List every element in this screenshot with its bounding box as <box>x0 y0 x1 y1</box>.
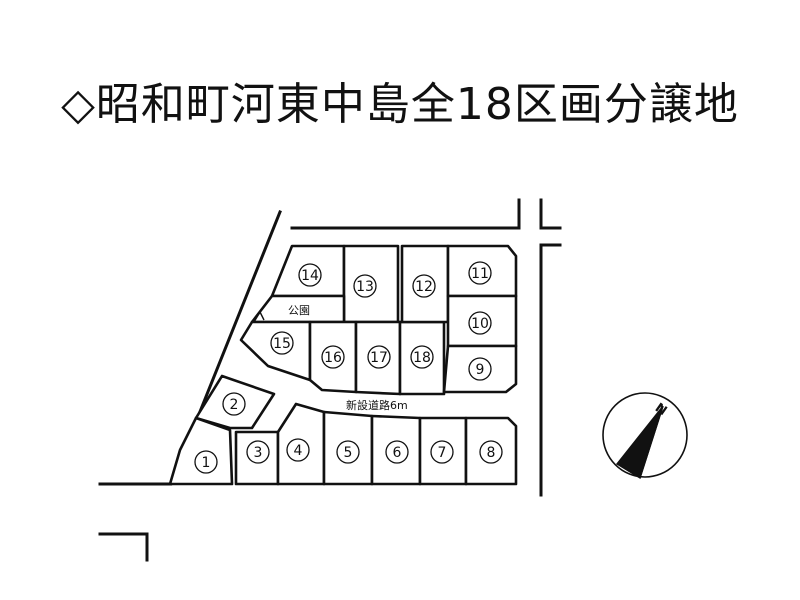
road-northeast-corner <box>539 198 562 230</box>
lot-number-4: 4 <box>294 443 303 459</box>
lot-number-circle-7 <box>430 440 454 464</box>
lot-number-circle-14 <box>298 263 322 287</box>
lot-number-circle-6 <box>385 440 409 464</box>
lot-number-circle-1 <box>194 450 218 474</box>
lot-number-7: 7 <box>438 445 447 461</box>
lot-number-circle-12 <box>412 274 436 298</box>
lot-number-circle-9 <box>468 357 492 381</box>
lot-number-circle-4 <box>286 438 310 462</box>
lot-number-15: 15 <box>273 336 291 352</box>
compass-needle-south-icon <box>615 405 664 480</box>
lot-number-circle-2 <box>222 392 246 416</box>
lot-number-1: 1 <box>202 455 211 471</box>
lot-number-circle-13 <box>353 274 377 298</box>
lot-number-6: 6 <box>393 445 402 461</box>
lot-number-5: 5 <box>344 445 353 461</box>
lot-number-circle-5 <box>336 440 360 464</box>
lot-number-circle-10 <box>468 311 492 335</box>
lot-number-3: 3 <box>254 445 263 461</box>
lot-number-14: 14 <box>301 268 319 284</box>
lot-number-8: 8 <box>487 445 496 461</box>
park-marker <box>253 310 265 323</box>
compass-needle-north-icon <box>639 405 664 479</box>
lot-number-13: 13 <box>356 279 374 295</box>
lot-number-2: 2 <box>230 397 239 413</box>
lot-number-circle-16 <box>321 345 345 369</box>
lot-1[interactable] <box>168 416 234 486</box>
page-title: ◇昭和町河東中島全18区画分譲地 <box>61 79 739 130</box>
lot-number-9: 9 <box>476 362 485 378</box>
compass: N <box>602 392 688 480</box>
park-label: 公園 <box>288 304 310 317</box>
new-road-label: 新設道路6m <box>346 398 408 412</box>
road-north-edge <box>290 198 521 230</box>
lot-number-17: 17 <box>370 350 388 366</box>
lot-number-12: 12 <box>415 279 433 295</box>
compass-ring <box>602 392 688 478</box>
lot-number-18: 18 <box>413 350 431 366</box>
lot-number-circle-8 <box>479 440 503 464</box>
lot-number-10: 10 <box>471 316 489 332</box>
lot-number-circle-15 <box>270 331 294 355</box>
lot-number-circle-11 <box>468 261 492 285</box>
lot-number-circle-18 <box>410 345 434 369</box>
lot-number-16: 16 <box>324 350 342 366</box>
lot-number-circle-17 <box>367 345 391 369</box>
lot-number-circle-3 <box>246 440 270 464</box>
lot-number-11: 11 <box>471 266 489 282</box>
